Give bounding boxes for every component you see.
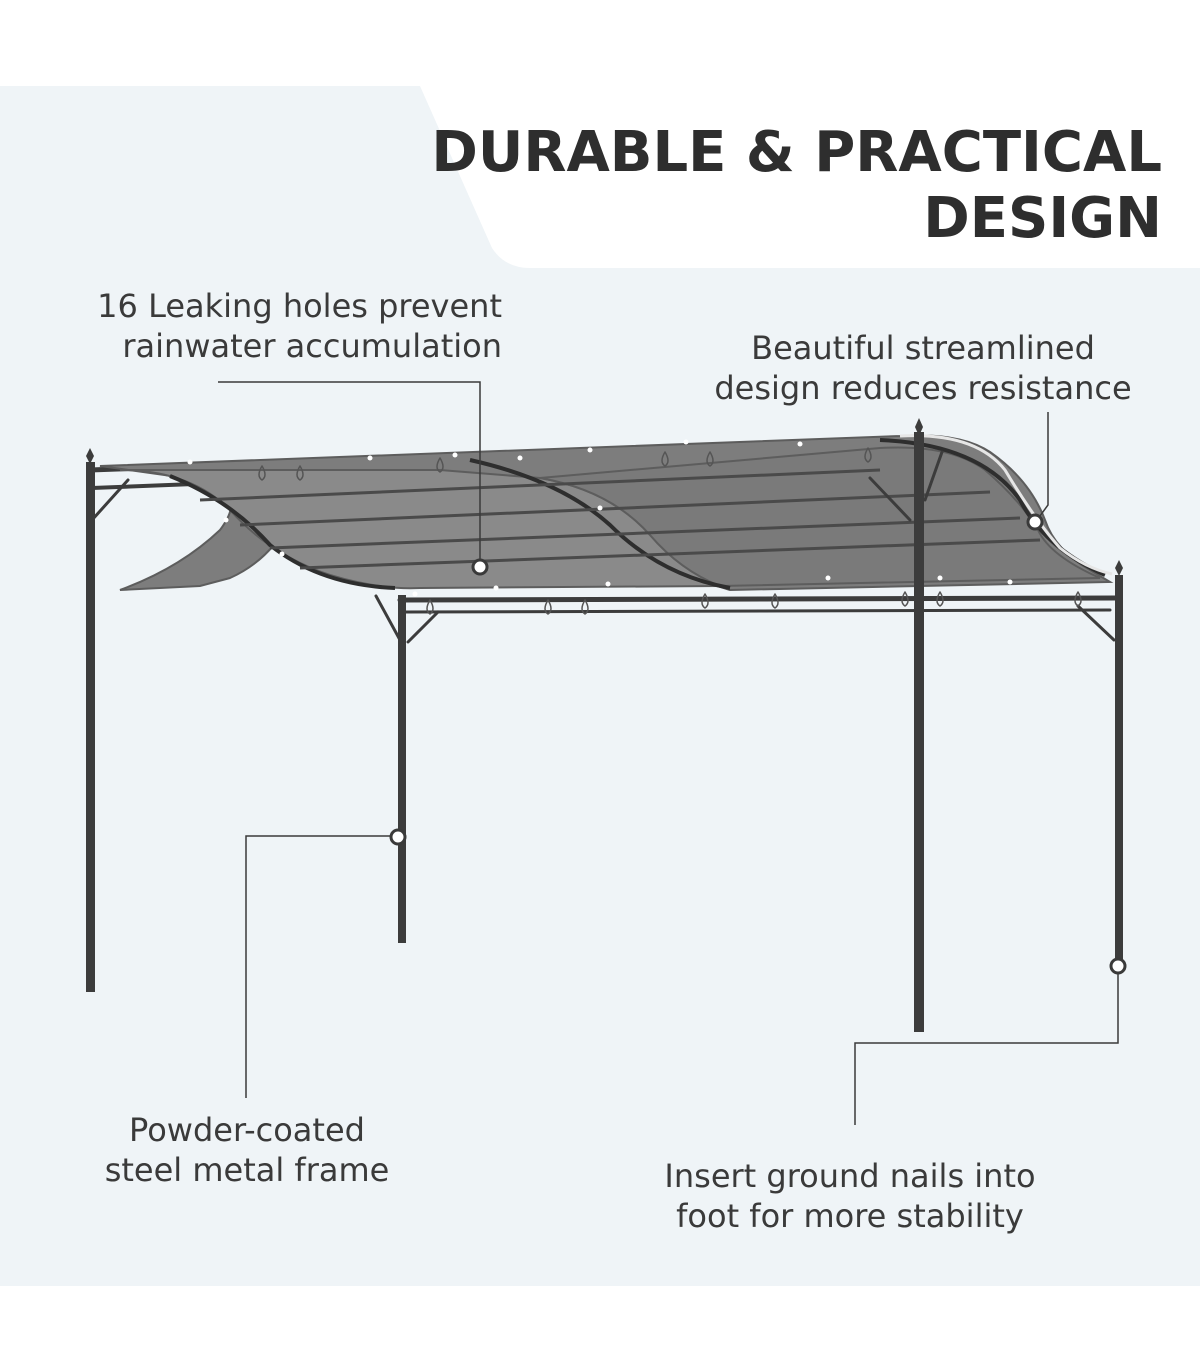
callout-ground-nails: Insert ground nails into foot for more s… bbox=[630, 1156, 1070, 1236]
posts bbox=[86, 418, 1123, 1032]
marker-nails bbox=[1109, 957, 1127, 975]
callout-streamlined-line-1: Beautiful streamlined bbox=[751, 329, 1095, 367]
marker-streamlined bbox=[1026, 513, 1044, 531]
marker-frame bbox=[389, 828, 407, 846]
callout-steel-frame: Powder-coated steel metal frame bbox=[70, 1110, 424, 1190]
background-panel bbox=[0, 86, 1200, 1286]
callout-leaking-holes: 16 Leaking holes prevent rainwater accum… bbox=[40, 286, 502, 366]
callout-leaking-holes-line-2: rainwater accumulation bbox=[122, 327, 502, 365]
callout-streamlined-line-2: design reduces resistance bbox=[714, 369, 1132, 407]
canopy bbox=[99, 434, 1114, 592]
callout-leaking-holes-line-1: 16 Leaking holes prevent bbox=[97, 287, 502, 325]
title-line-2: DESIGN bbox=[923, 186, 1162, 251]
page-title: DURABLE & PRACTICAL DESIGN bbox=[402, 120, 1162, 252]
callout-frame-line-1: Powder-coated bbox=[129, 1111, 365, 1149]
callout-frame-line-2: steel metal frame bbox=[104, 1151, 390, 1189]
callout-nails-line-1: Insert ground nails into bbox=[664, 1157, 1036, 1195]
title-line-1: DURABLE & PRACTICAL bbox=[431, 120, 1162, 185]
leader-lines bbox=[218, 381, 1119, 1125]
front-frame bbox=[258, 447, 1121, 644]
marker-holes bbox=[471, 558, 489, 576]
callout-nails-line-2: foot for more stability bbox=[676, 1197, 1024, 1235]
callout-streamlined-design: Beautiful streamlined design reduces res… bbox=[690, 328, 1156, 408]
leaking-holes bbox=[187, 439, 1013, 597]
marker-dots bbox=[389, 513, 1127, 975]
title-banner bbox=[420, 86, 1200, 268]
